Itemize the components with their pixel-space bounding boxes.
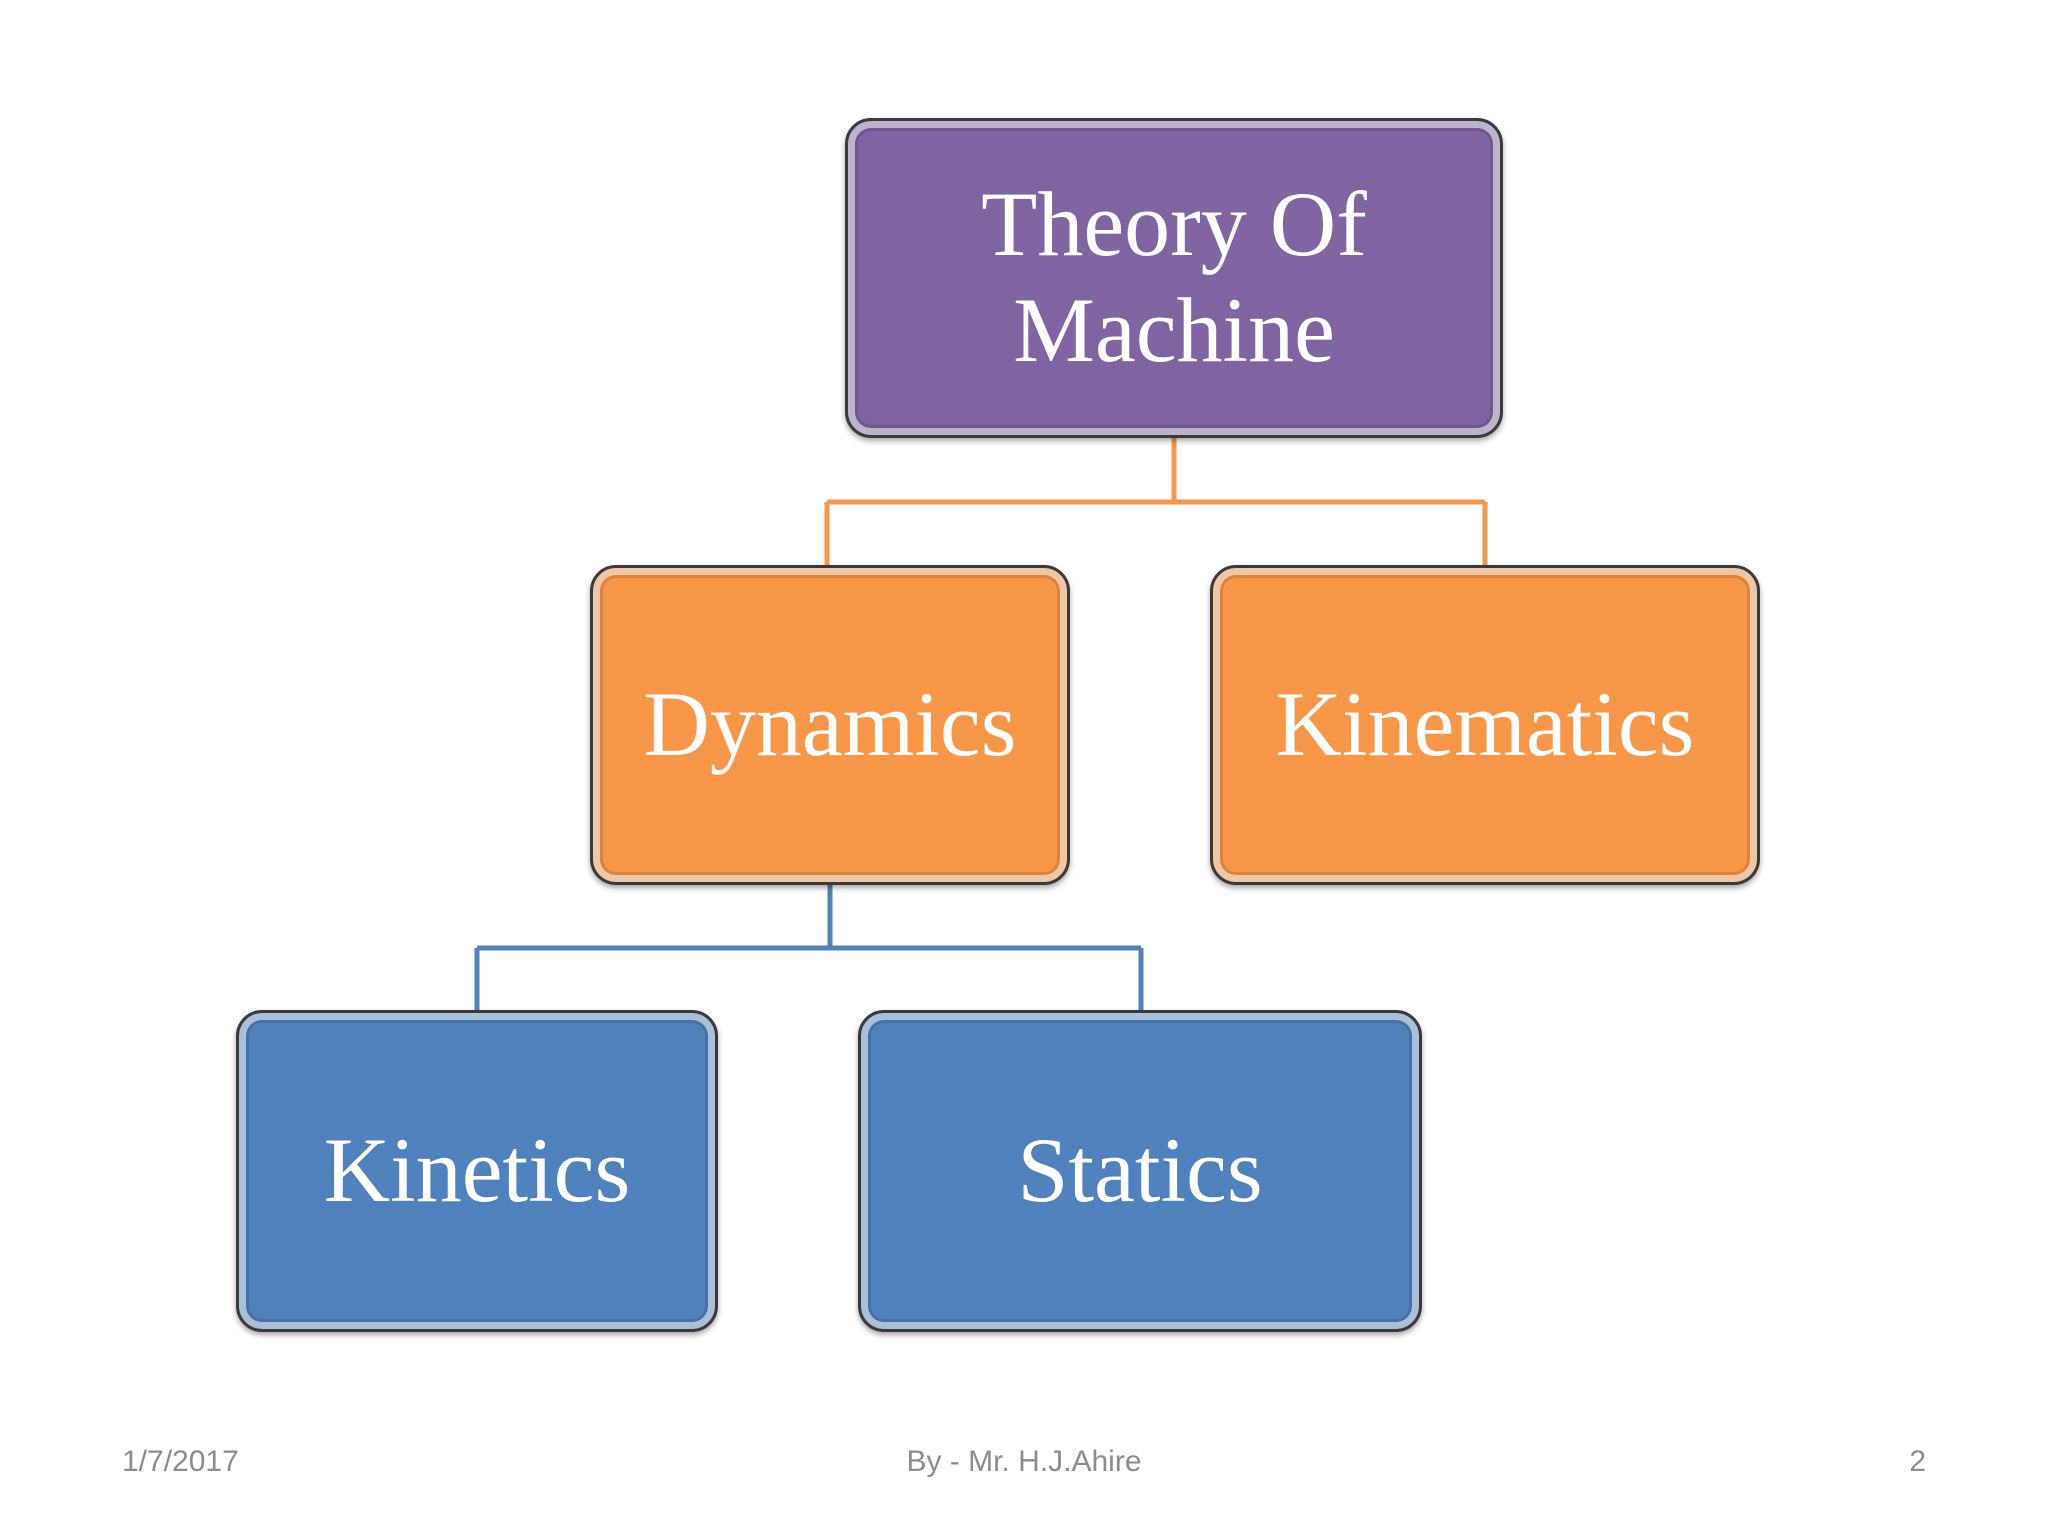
footer-date: 1/7/2017 [122, 1445, 239, 1478]
kinetics-node: Kinetics [236, 1010, 718, 1332]
kinetics-label: Kinetics [323, 1119, 631, 1222]
theory-of-machine-node: Theory Of Machine [845, 118, 1503, 438]
theory-of-machine-label: Theory Of Machine [981, 173, 1367, 381]
statics-node: Statics [858, 1010, 1422, 1332]
dynamics-label: Dynamics [643, 673, 1017, 776]
statics-label: Statics [1017, 1119, 1263, 1222]
kinematics-label: Kinematics [1275, 673, 1695, 776]
dynamics-node: Dynamics [590, 565, 1070, 885]
footer-author: By - Mr. H.J.Ahire [906, 1445, 1142, 1478]
dynamics-to-level2-connector [474, 885, 1144, 1010]
root-to-level1-connector [824, 438, 1488, 565]
kinematics-node: Kinematics [1210, 565, 1760, 885]
footer-page-number: 2 [1909, 1445, 1926, 1478]
